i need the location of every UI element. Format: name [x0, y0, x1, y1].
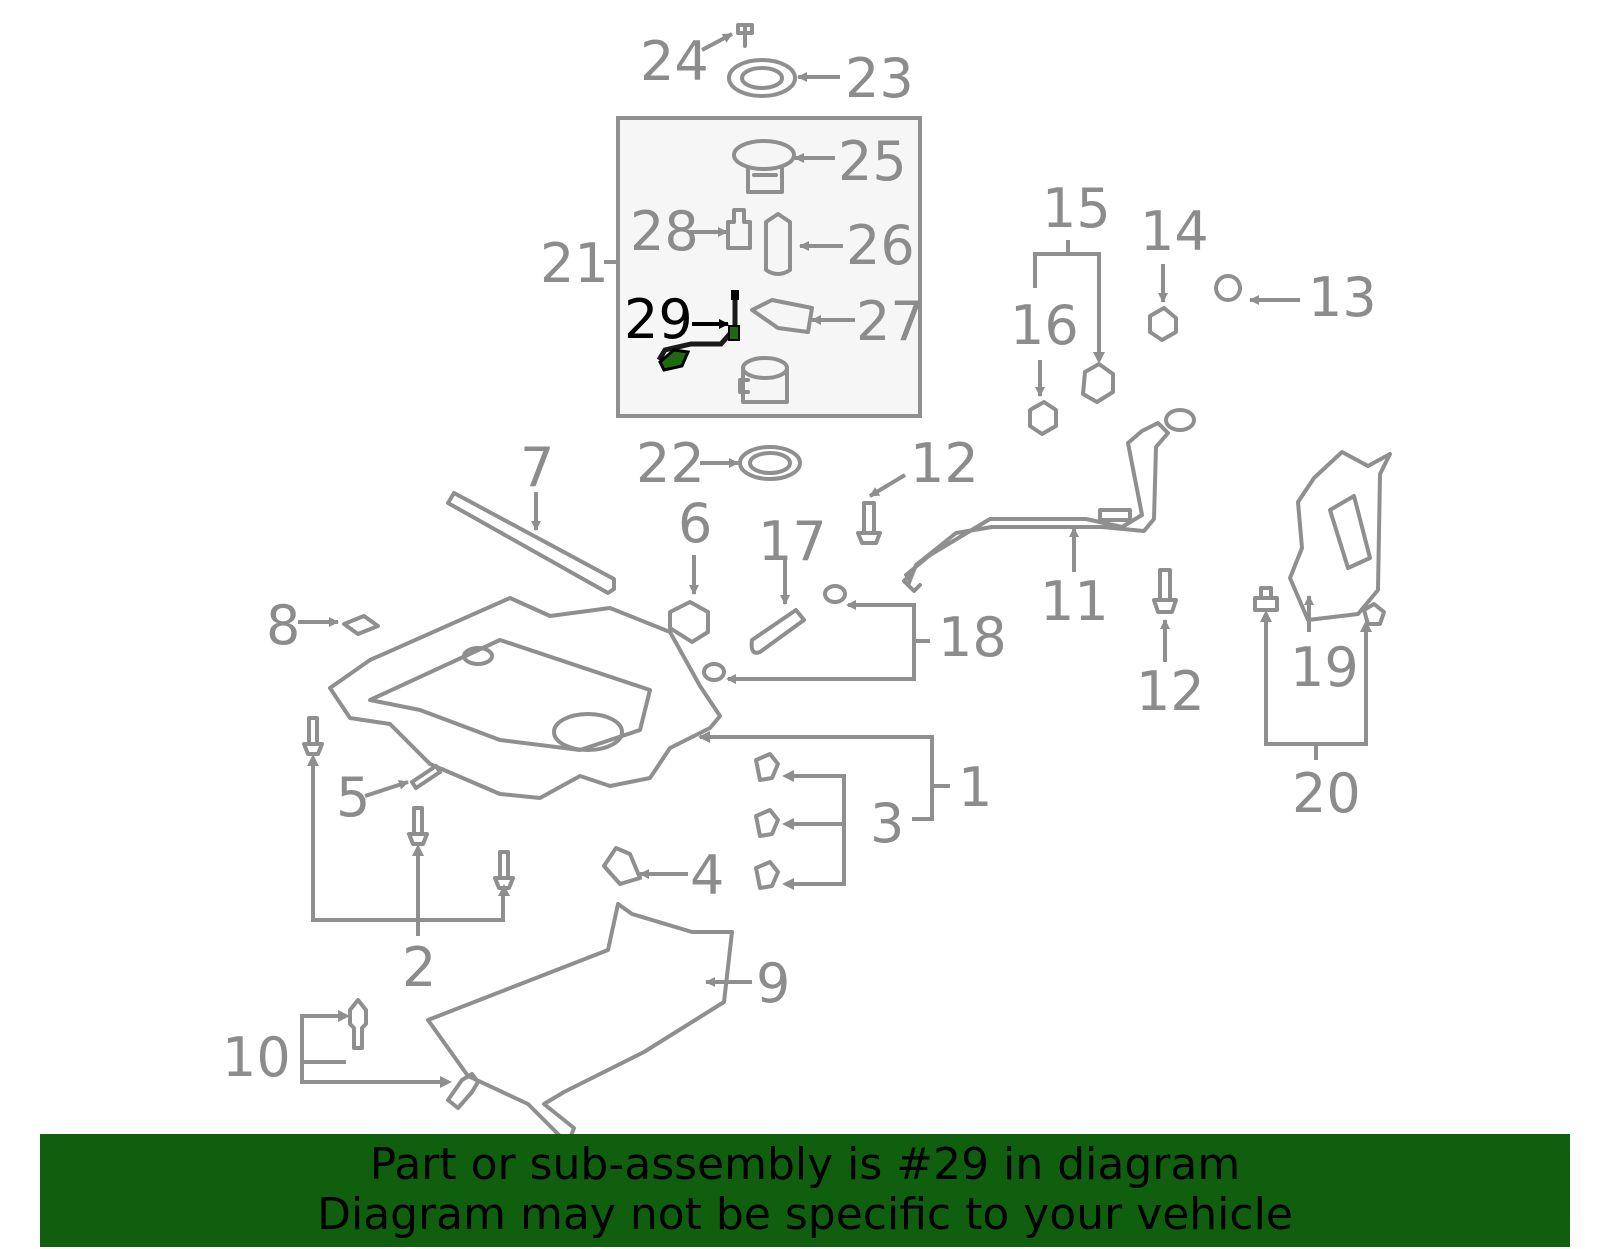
- part-29-highlighted: [656, 290, 740, 372]
- callout-19: 19: [1290, 636, 1359, 699]
- callout-10: 10: [222, 1026, 291, 1089]
- part-19-heat-shield: [1288, 450, 1392, 632]
- callout-17: 17: [758, 510, 827, 573]
- banner-line-disclaimer: Diagram may not be specific to your vehi…: [317, 1189, 1293, 1240]
- callout-21: 21: [540, 232, 609, 295]
- callout-22: 22: [636, 432, 705, 495]
- callout-20: 20: [1292, 762, 1361, 825]
- callout-28: 28: [630, 200, 699, 263]
- callout-3: 3: [870, 792, 904, 855]
- info-banner: Part or sub-assembly is #29 in diagram D…: [40, 1134, 1570, 1247]
- part-18-clamps: [702, 584, 930, 684]
- callout-4: 4: [690, 844, 724, 907]
- part-13-cap: [1214, 274, 1300, 305]
- part-3-clips: [754, 752, 846, 890]
- part-12-bolt-lower: [1152, 568, 1178, 662]
- callout-23: 23: [845, 47, 914, 110]
- part-2-bolts: [302, 716, 515, 936]
- part-6-bracket: [668, 555, 710, 644]
- callout-9: 9: [756, 952, 790, 1015]
- part-11-filler-pipe: [902, 408, 1196, 593]
- callout-25: 25: [838, 130, 907, 193]
- part-7-strip: [446, 491, 616, 595]
- callout-13: 13: [1308, 266, 1377, 329]
- callout-18: 18: [938, 606, 1007, 669]
- part-12-bolt-upper: [856, 473, 907, 545]
- part-9-shield: [426, 902, 752, 1146]
- part-28-regulator: [690, 208, 752, 250]
- callout-15: 15: [1042, 177, 1111, 240]
- callout-29-highlighted: 29: [624, 288, 693, 351]
- callout-6: 6: [678, 492, 712, 555]
- part-20-fasteners: [1253, 586, 1386, 760]
- part-25-pump-flange: [732, 139, 835, 194]
- callout-24: 24: [640, 30, 709, 93]
- part-1-fuel-tank: [328, 596, 950, 821]
- callout-1: 1: [958, 756, 992, 819]
- callout-12-lower: 12: [1136, 660, 1205, 723]
- part-26-filter: [764, 212, 843, 276]
- part-27-sender: [750, 298, 855, 334]
- callout-16: 16: [1010, 294, 1079, 357]
- part-15-16-seals: [1028, 240, 1115, 436]
- callout-5: 5: [336, 766, 370, 829]
- callout-12-upper: 12: [910, 432, 979, 495]
- callout-27: 27: [856, 290, 925, 353]
- fuel-pump-body: [738, 356, 789, 404]
- part-23-ring: [727, 58, 840, 98]
- part-17-hose: [749, 560, 806, 655]
- part-14-seal: [1148, 264, 1178, 342]
- part-24-bolt: [701, 23, 754, 52]
- part-4-bracket: [602, 846, 688, 886]
- callout-26: 26: [846, 214, 915, 277]
- part-5-bolt: [364, 764, 442, 798]
- callout-8: 8: [266, 594, 300, 657]
- part-8-pad: [298, 614, 380, 636]
- callout-11: 11: [1040, 570, 1109, 633]
- part-10-clips: [300, 998, 480, 1110]
- callout-14: 14: [1140, 200, 1209, 263]
- callout-7: 7: [520, 436, 554, 499]
- banner-line-part-number: Part or sub-assembly is #29 in diagram: [369, 1139, 1241, 1190]
- part-22-gasket: [700, 445, 802, 481]
- callout-2: 2: [402, 936, 436, 999]
